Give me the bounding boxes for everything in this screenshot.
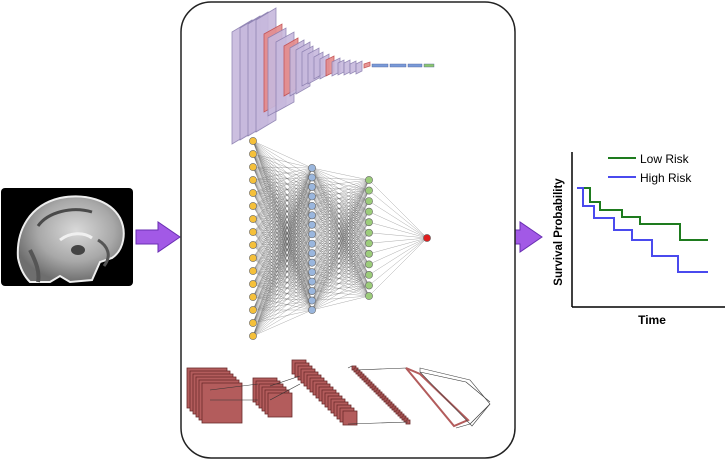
dense-plate	[405, 367, 470, 428]
input-node	[249, 150, 257, 158]
input-node	[249, 189, 257, 197]
hidden2-node	[365, 239, 373, 248]
cnn-feature-map	[267, 392, 293, 418]
cnn-connection	[469, 403, 491, 425]
hidden1-node	[308, 277, 316, 286]
input-node	[249, 215, 257, 223]
input-node	[249, 293, 257, 301]
x-axis-label: Time	[638, 313, 666, 327]
mlp-nodes	[249, 137, 431, 340]
input-node	[249, 202, 257, 210]
mri-input-image	[1, 188, 133, 286]
hidden1-node	[308, 306, 316, 314]
dense-vector	[407, 63, 423, 68]
input-node	[249, 137, 257, 145]
input-node	[249, 228, 257, 236]
cnn-connection	[347, 421, 409, 425]
survival-plot: Low Risk High Risk Survival Probability …	[553, 152, 725, 327]
hidden1-node	[308, 249, 316, 258]
input-arrow	[135, 221, 181, 253]
cnn-connection	[269, 383, 301, 401]
input-node	[249, 254, 257, 262]
legend-high-risk-label: High Risk	[640, 171, 692, 185]
cnn-connection	[355, 367, 407, 371]
cnn-feature-map	[201, 382, 243, 424]
dense-vector	[371, 63, 389, 68]
input-node	[249, 319, 257, 327]
hidden1-node	[308, 287, 316, 295]
mlp-edges	[252, 140, 428, 337]
hidden2-node	[365, 228, 373, 237]
hidden2-node	[365, 292, 373, 300]
hidden1-node	[308, 258, 316, 267]
hidden2-node	[365, 176, 373, 184]
conv-feature-map	[363, 61, 371, 69]
cnn-architecture-bottom	[186, 359, 491, 429]
hidden1-node	[308, 296, 316, 305]
hidden1-node	[308, 173, 316, 182]
hidden1-node	[308, 183, 316, 191]
hidden1-node	[308, 192, 316, 201]
conv-architecture-top	[231, 7, 435, 145]
legend-low-risk-label: Low Risk	[640, 152, 690, 166]
hidden1-node	[308, 268, 316, 277]
hidden2-node	[365, 218, 373, 227]
hidden1-node	[308, 230, 316, 239]
hidden2-node	[365, 271, 373, 279]
hidden2-node	[365, 186, 373, 195]
y-axis-label: Survival Probability	[553, 178, 565, 286]
hidden2-node	[365, 197, 373, 205]
dense-vector	[423, 63, 435, 68]
cnn-connection	[209, 383, 259, 391]
input-node	[249, 176, 257, 184]
hidden1-node	[308, 220, 316, 229]
hidden1-node	[308, 164, 316, 172]
dense-vector	[389, 63, 407, 68]
conv-feature-map	[343, 59, 351, 76]
cnn-connection	[419, 371, 467, 383]
input-node	[249, 163, 257, 171]
hidden2-node	[365, 249, 373, 258]
hidden2-node	[365, 281, 373, 290]
output-node	[423, 234, 431, 242]
hidden2-node	[365, 260, 373, 269]
low-risk-curve	[577, 187, 708, 241]
input-node	[249, 267, 257, 275]
cnn-feature-map	[342, 410, 358, 426]
input-node	[249, 332, 257, 340]
input-node	[249, 241, 257, 249]
cnn-connection	[455, 423, 471, 429]
input-node	[249, 280, 257, 288]
hidden1-node	[308, 211, 316, 220]
hidden1-node	[308, 239, 316, 248]
cnn-connection	[465, 381, 491, 403]
conv-feature-map	[355, 60, 363, 75]
input-node	[249, 306, 257, 314]
dense-outline	[419, 367, 491, 427]
conv-feature-map	[337, 59, 345, 76]
hidden2-node	[365, 207, 373, 216]
cnn-connection	[347, 365, 353, 369]
cnn-connection	[269, 375, 301, 387]
high-risk-curve	[577, 187, 708, 273]
hidden1-node	[308, 201, 316, 210]
